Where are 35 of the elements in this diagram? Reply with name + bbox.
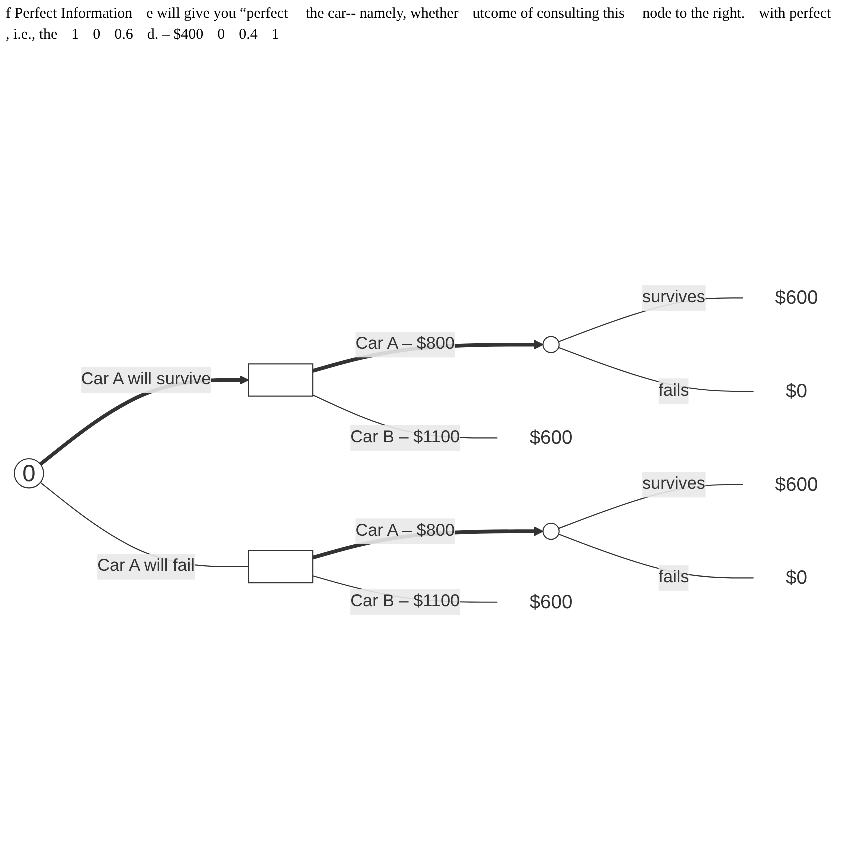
note-text: 0.6 xyxy=(114,27,134,44)
note-text: with perfect xyxy=(759,6,832,23)
edge-label: Car A will fail xyxy=(98,558,195,576)
edge-label: fails xyxy=(658,382,690,400)
note-text: e will give you “perfect xyxy=(146,6,288,23)
edge-label: Car A will survive xyxy=(81,370,212,390)
note-text: node to the right. xyxy=(642,6,746,23)
edge-label: fails xyxy=(658,568,690,588)
edge-label: Car A – $800 xyxy=(356,522,455,540)
edge-label: Car B – $1100 xyxy=(350,428,460,448)
note-text: d. – $400 xyxy=(147,27,204,44)
node-text: $600 xyxy=(530,427,573,449)
node-text: $600 xyxy=(775,287,818,309)
note-text: 0 xyxy=(218,27,226,44)
node-circle xyxy=(542,336,560,354)
note-text: 1 xyxy=(72,27,80,44)
node-circle: 0 xyxy=(14,458,44,489)
edge-label: Car B – $1100 xyxy=(350,592,460,612)
note-text: 0 xyxy=(93,27,101,44)
edge-label: survives xyxy=(642,288,706,307)
note-text: the car-- namely, whether xyxy=(304,6,459,23)
node-box xyxy=(248,364,314,398)
note-text: 1 xyxy=(272,27,280,44)
note-text: f Perfect Information xyxy=(6,6,133,23)
edge-label: Car A – $800 xyxy=(356,335,455,354)
edge-label: survives xyxy=(642,475,706,494)
node-text: $0 xyxy=(786,380,808,402)
note-text: , i.e., the xyxy=(6,27,58,44)
node-box xyxy=(248,550,314,584)
node-circle xyxy=(542,523,560,540)
node-text: $0 xyxy=(786,567,808,589)
note-text: utcome of consulting this xyxy=(472,6,625,23)
node-text: $600 xyxy=(530,591,573,613)
node-text: $600 xyxy=(775,474,818,496)
note-text: 0.4 xyxy=(239,27,258,44)
